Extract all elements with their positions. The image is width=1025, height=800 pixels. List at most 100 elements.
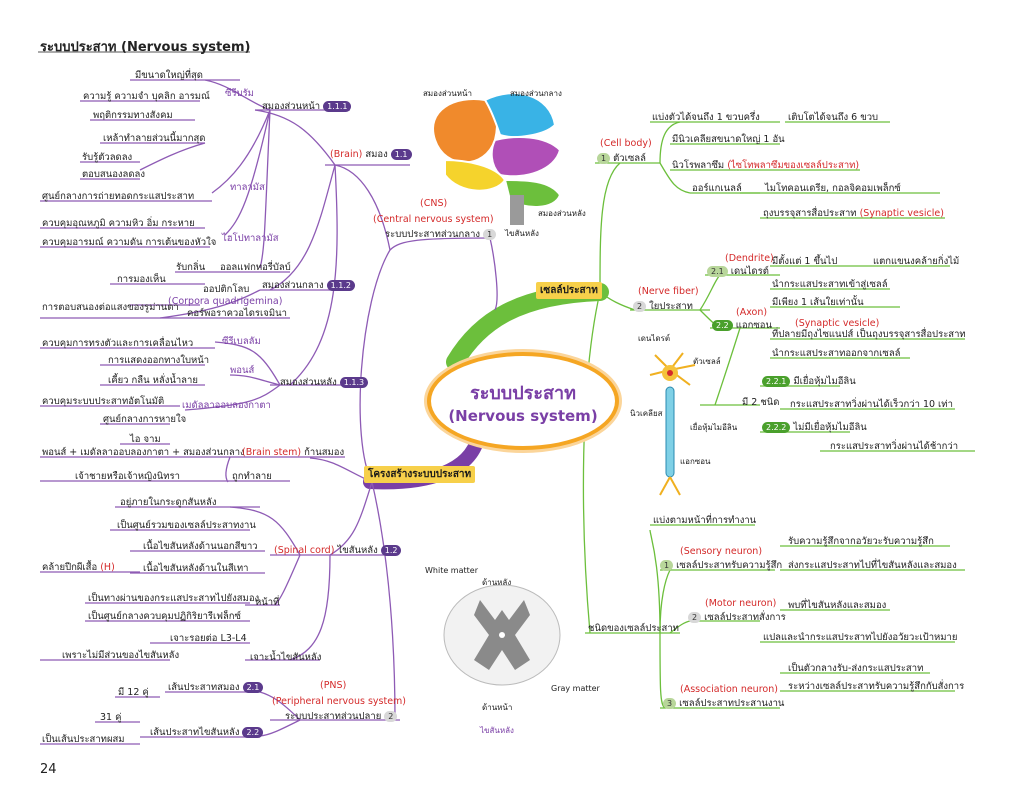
spinal-function-item: เป็นทางผ่านของกระแสประสาทไปยังสมอง — [88, 593, 260, 604]
organelles-item: ไมโทคอนเดรีย, กอลจิคอมเพล็กซ์ — [765, 183, 901, 194]
dendrite-item-b: แตกแขนงคล้ายกิ่งไม้ — [873, 256, 960, 267]
motor-number: 2 — [688, 612, 702, 623]
pns-number: 2 — [384, 711, 398, 722]
midbrain-number: 1.1.2 — [326, 280, 355, 291]
vesicle-label: ถุงบรรจุสารสื่อประสาท — [763, 208, 857, 219]
optic-lobe-item: การมองเห็น — [117, 274, 166, 285]
brain-thai: สมอง — [365, 149, 388, 160]
branch-structure: โครงสร้างระบบประสาท — [364, 466, 476, 483]
spinal-function-label: หน้าที่ — [255, 597, 280, 608]
spinal-cord-number: 1.2 — [380, 545, 402, 556]
motor-thai: เซลล์ประสาทสั่งการ — [704, 612, 786, 623]
cns-number: 1 — [483, 229, 497, 240]
myelinated-label: มีเยื่อหุ้มไมอีลิน — [793, 376, 856, 387]
nerve-fiber-number: 2 — [633, 301, 647, 312]
brain-label-cord: ไขสันหลัง — [505, 229, 539, 238]
dendrite-thai: เดนไดรต์ — [730, 266, 769, 277]
two-types-label: มี 2 ชนิด — [742, 397, 780, 408]
spinal-tap-label: เจาะน้ำไขสันหลัง — [250, 652, 322, 663]
axon-vesicle-english: (Synaptic vesicle) — [795, 318, 880, 329]
sensory-number: 1 — [660, 560, 674, 571]
cerebrum-item: ตอบสนองลดลง — [82, 169, 145, 180]
butterfly-label: คล้ายปีกผีเสื้อ — [42, 562, 98, 573]
cns-thai: ระบบประสาทส่วนกลาง — [385, 229, 481, 240]
cranial-nerve-number: 2.1 — [242, 682, 264, 693]
cell-body-number: 1 — [597, 153, 611, 164]
dendrite-english: (Dendrite) — [725, 253, 774, 264]
branch-nerve-cell: เซลล์ประสาท — [536, 282, 602, 299]
spinal-cord-item: เนื้อไขสันหลังด้านในสีเทา — [143, 563, 249, 574]
dendrite-item: มีตั้งแต่ 1 ขึ้นไป — [772, 256, 838, 267]
neuron-illustration — [649, 352, 696, 496]
spinal-cord-item: อยู่ภายในกระดูกสันหลัง — [120, 497, 217, 508]
cord-label-dorsal: ด้านหลัง — [482, 578, 512, 587]
axon-item: ที่ปลายมีถุงไซแนปส์ เป็นถุงบรรจุสารสื่อป… — [772, 329, 966, 340]
unmyelinated-label: ไม่มีเยื่อหุ้มไมอีลิน — [793, 422, 867, 433]
brainstem-thai: ก้านสมอง — [304, 447, 345, 458]
cerebrum-item: ความรู้ ความจำ บุคลิก อารมณ์ — [83, 91, 210, 102]
corpora-quadrigemina-item: การตอบสนองต่อแสงของรูม่านตา — [42, 302, 179, 313]
nerve-fiber-english: (Nerve fiber) — [638, 286, 699, 297]
cerebrum-item: พฤติกรรมทางสังคม — [93, 110, 173, 121]
olfactory-item: รับกลิ่น — [176, 262, 206, 273]
brain-illustration — [432, 92, 562, 225]
neuron-label-nucleus: นิวเคลียส — [630, 409, 663, 418]
brain-label-midbrain: สมองส่วนกลาง — [510, 89, 562, 98]
vesicle-english: (Synaptic vesicle) — [859, 208, 944, 219]
nerve-fiber-thai: ใยประสาท — [649, 301, 693, 312]
cell-body-item-b: เติบโตได้จนถึง 6 ขวบ — [788, 112, 879, 123]
spinal-nerve-mixed: เป็นเส้นประสาทผสม — [42, 734, 125, 745]
cerebrum-item: รับรู้ตัวลดลง — [82, 152, 133, 163]
brainstem-formula: พอนส์ + เมดัลลาออบลองกาตา + สมองส่วนกลาง — [42, 447, 245, 458]
brainstem-english: (Brain stem) — [242, 447, 302, 458]
hypothalamus-label: ไฮโปทาลามัส — [222, 233, 279, 244]
axon-thai: แอกซอน — [735, 320, 772, 331]
association-english: (Association neuron) — [680, 684, 778, 695]
axon-english: (Axon) — [736, 307, 768, 318]
cns-english: (Central nervous system) — [373, 214, 494, 225]
cord-label-gray: Gray matter — [551, 684, 600, 693]
sensory-item: รับความรู้สึกจากอวัยวะรับความรู้สึก — [788, 536, 934, 547]
axon-number: 2.2 — [712, 320, 733, 331]
hindbrain-label: สมองส่วนหลัง — [280, 377, 337, 388]
cranial-nerve-label: เส้นประสาทสมอง — [168, 682, 240, 693]
neuron-types-by: แบ่งตามหน้าที่การทำงาน — [653, 515, 757, 526]
hypothalamus-item: ควบคุมอุณหภูมิ ความหิว อิ่ม กระหาย — [42, 218, 195, 229]
cerebellum-label: ซีรีเบลลัม — [222, 336, 261, 347]
medulla-item: ไอ จาม — [130, 434, 161, 445]
brainstem-node: (Brain stem) ก้านสมอง — [242, 447, 344, 458]
brainstem-item-b: ถูกทำลาย — [232, 471, 272, 482]
brain-english: (Brain) — [330, 149, 363, 160]
axon-item: นำกระแสประสาทออกจากเซลล์ — [772, 348, 901, 359]
cerebrum-label: ซีรีบรัม — [225, 88, 254, 99]
brain-number: 1.1 — [390, 149, 412, 160]
medulla-item: ศูนย์กลางการหายใจ — [103, 414, 187, 425]
cerebellum-item: ควบคุมการทรงตัวและการเคลื่อนไหว — [42, 338, 194, 349]
cranial-nerve-pairs: มี 12 คู่ — [118, 687, 149, 698]
cord-label-ventral: ด้านหน้า — [482, 703, 513, 712]
motor-item: แปลและนำกระแสประสาทไปยังอวัยวะเป้าหมาย — [763, 632, 958, 643]
organelles-item: ถุงบรรจุสารสื่อประสาท (Synaptic vesicle) — [763, 208, 944, 219]
sensory-thai: เซลล์ประสาทรับความรู้สึก — [676, 560, 783, 571]
hindbrain-number: 1.1.3 — [339, 377, 369, 388]
dendrite-item: นำกระแสประสาทเข้าสู่เซลล์ — [772, 279, 888, 290]
cell-body-english: (Cell body) — [600, 138, 652, 149]
butterfly-letter: (H) — [100, 562, 115, 573]
pons-label: พอนส์ — [230, 365, 255, 376]
optic-lobe-label: ออปติกโลบ — [203, 284, 250, 295]
cns-abbr: (CNS) — [420, 198, 448, 209]
